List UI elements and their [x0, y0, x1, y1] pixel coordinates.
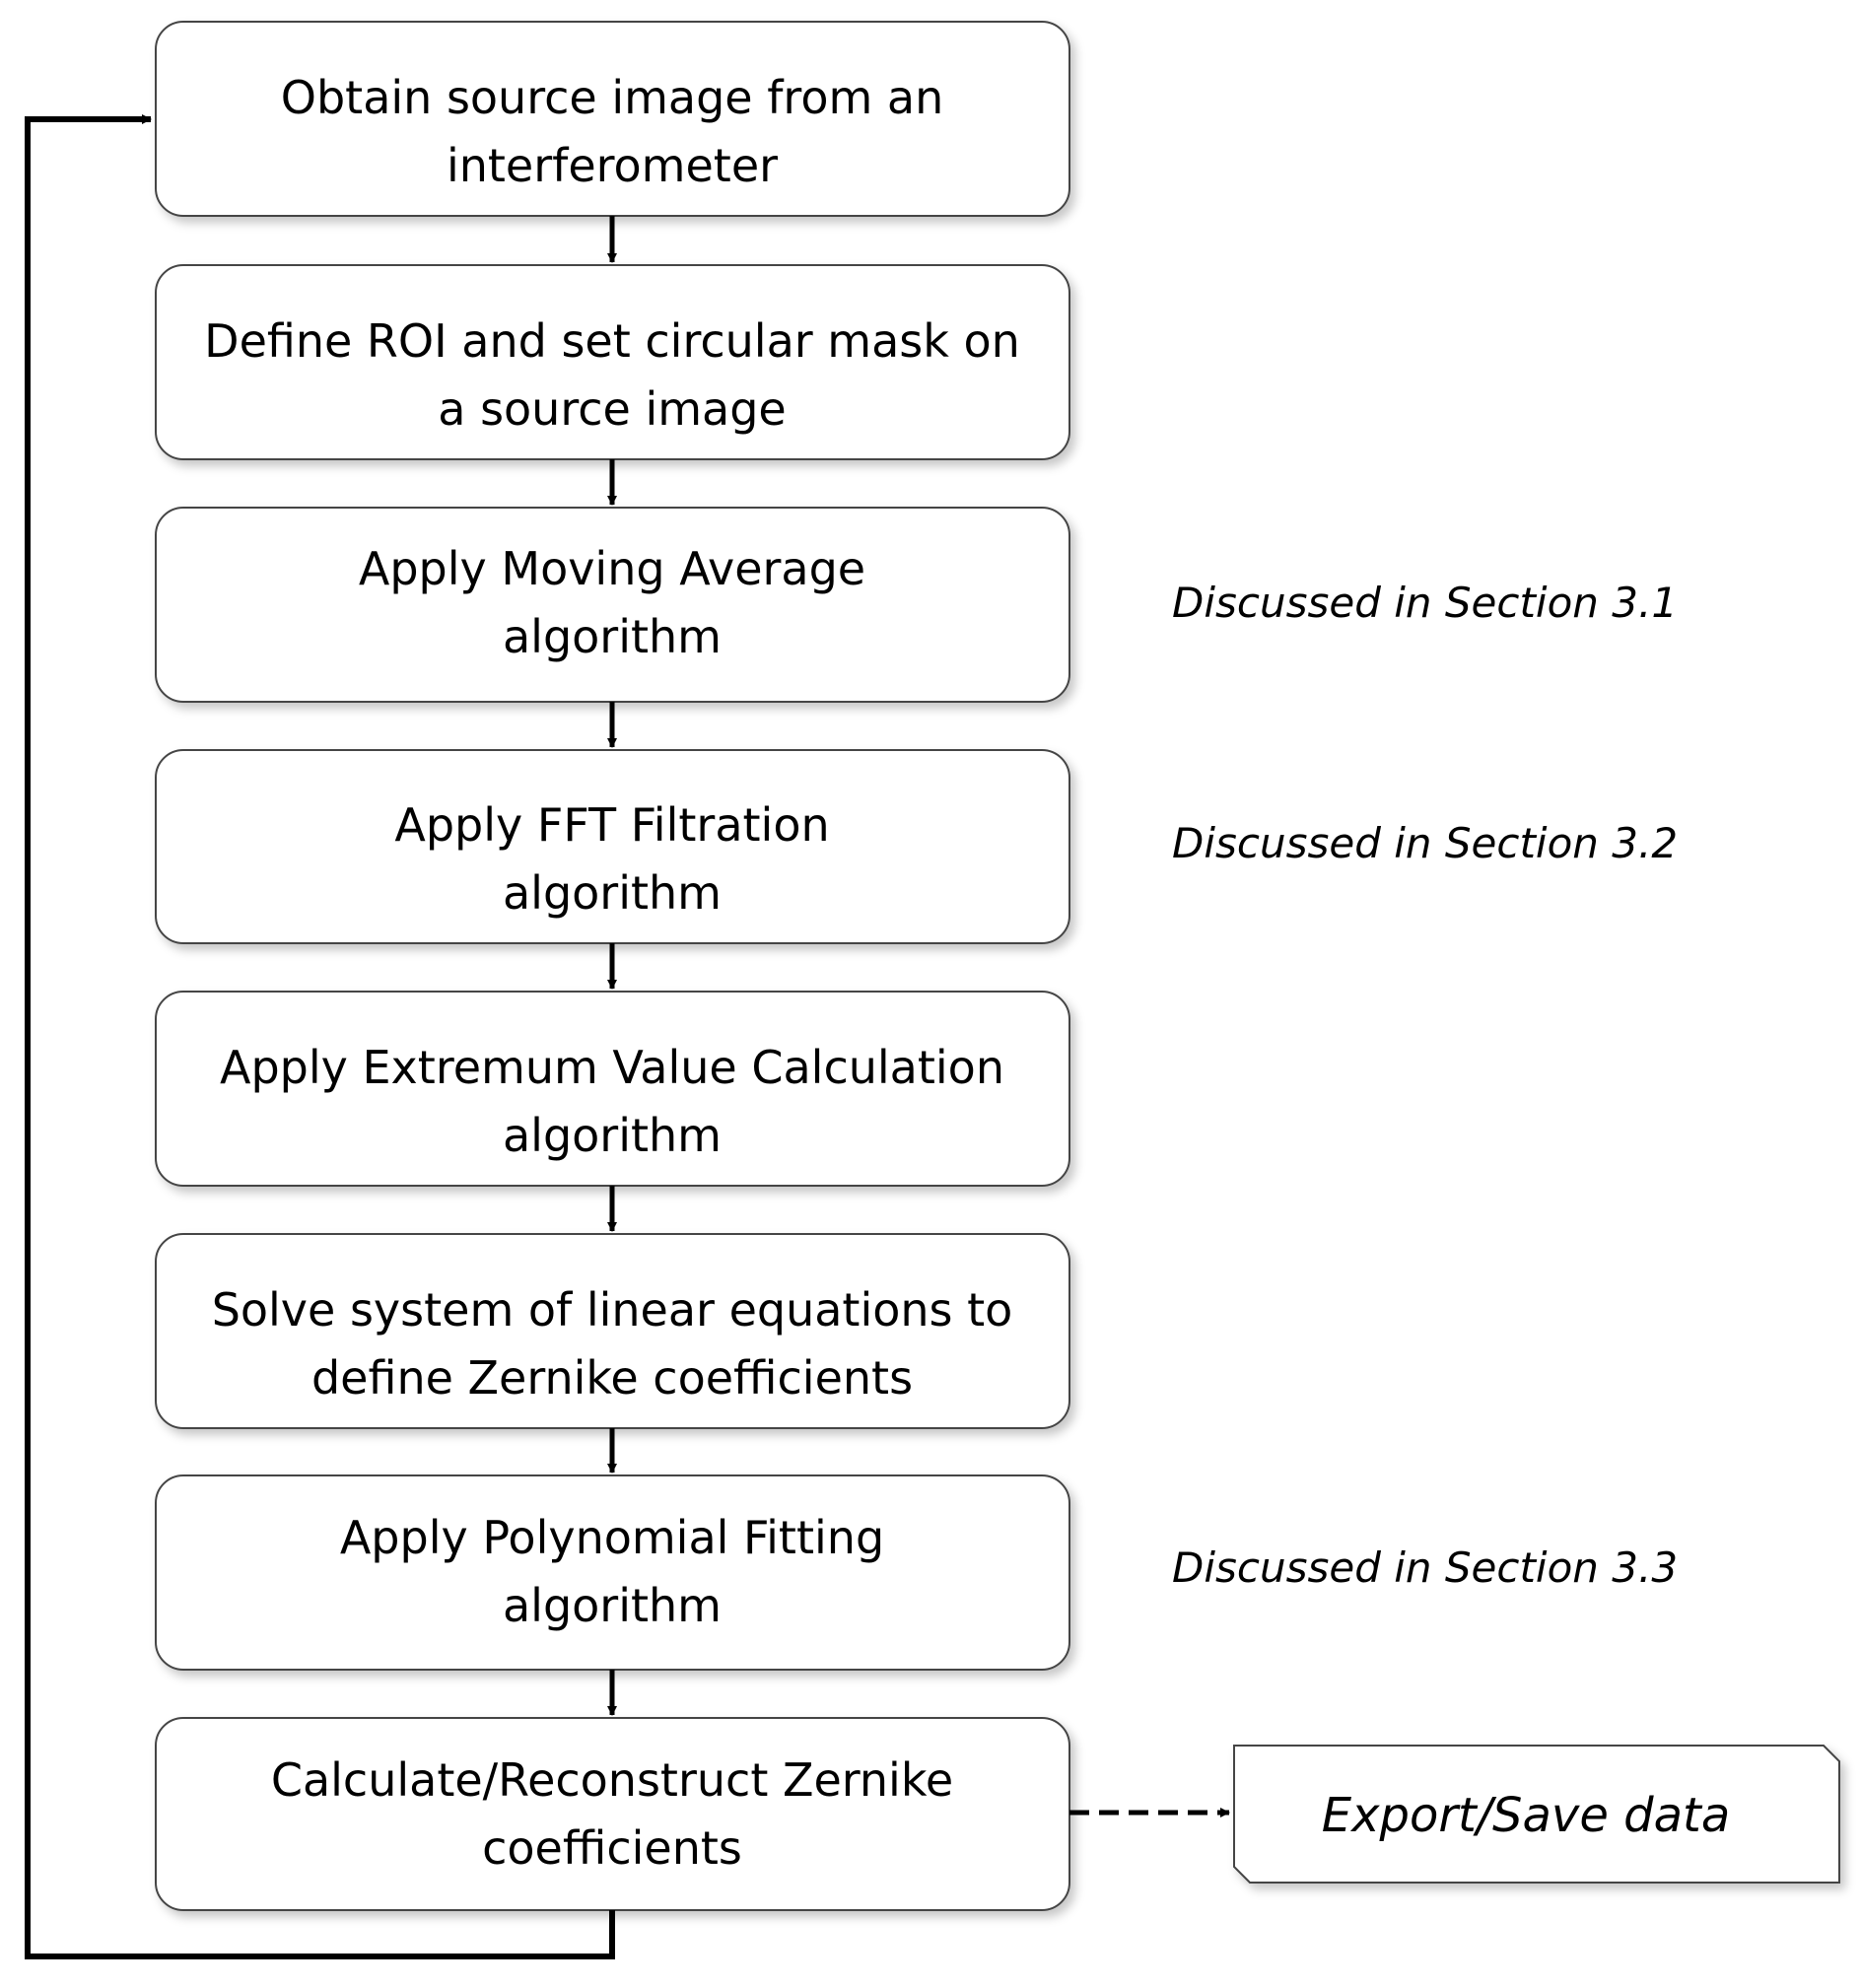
step-obtain-source-image: Obtain source image from an interferomet… [155, 21, 1070, 217]
feedback-loop-arrow [25, 114, 615, 1959]
step-solve-linear-line2: define Zernike coefficients [311, 1351, 913, 1405]
export-save-data-node: Export/Save data [1233, 1745, 1840, 1884]
step-moving-average-line2: algorithm [503, 610, 722, 663]
note-section-3-3: Discussed in Section 3.3 [1172, 1543, 1678, 1592]
step-fft-filtration: Apply FFT Filtration algorithm [155, 749, 1070, 944]
note-section-3-2: Discussed in Section 3.2 [1172, 819, 1678, 867]
step-reconstruct-line2: coefficients [482, 1821, 742, 1875]
step-extremum-value-line1: Apply Extremum Value Calculation [220, 1041, 1004, 1094]
note-section-3-1: Discussed in Section 3.1 [1172, 579, 1678, 627]
step-moving-average-line1: Apply Moving Average [359, 542, 865, 595]
step-fft-filtration-line2: algorithm [503, 866, 722, 920]
step-polynomial-fitting-line2: algorithm [503, 1579, 722, 1632]
step-extremum-value-line2: algorithm [503, 1109, 722, 1162]
step-obtain-line1: Obtain source image from an [281, 71, 943, 124]
step-moving-average: Apply Moving Average algorithm [155, 507, 1070, 703]
step-polynomial-fitting: Apply Polynomial Fitting algorithm [155, 1474, 1070, 1671]
step-fft-filtration-line1: Apply FFT Filtration [394, 798, 829, 852]
step-reconstruct-line1: Calculate/Reconstruct Zernike [271, 1753, 953, 1807]
step-obtain-line2: interferometer [447, 139, 778, 192]
step-extremum-value: Apply Extremum Value Calculation algorit… [155, 991, 1070, 1187]
export-save-data-label: Export/Save data [1322, 1788, 1731, 1843]
step-define-roi-line2: a source image [438, 382, 786, 436]
step-define-roi-line1: Define ROI and set circular mask on [204, 314, 1020, 368]
step-solve-linear-line1: Solve system of linear equations to [212, 1283, 1013, 1337]
step-solve-linear-equations: Solve system of linear equations to defi… [155, 1233, 1070, 1429]
step-reconstruct-zernike: Calculate/Reconstruct Zernike coefficien… [155, 1717, 1070, 1911]
step-polynomial-fitting-line1: Apply Polynomial Fitting [340, 1511, 884, 1564]
step-define-roi: Define ROI and set circular mask on a so… [155, 264, 1070, 460]
